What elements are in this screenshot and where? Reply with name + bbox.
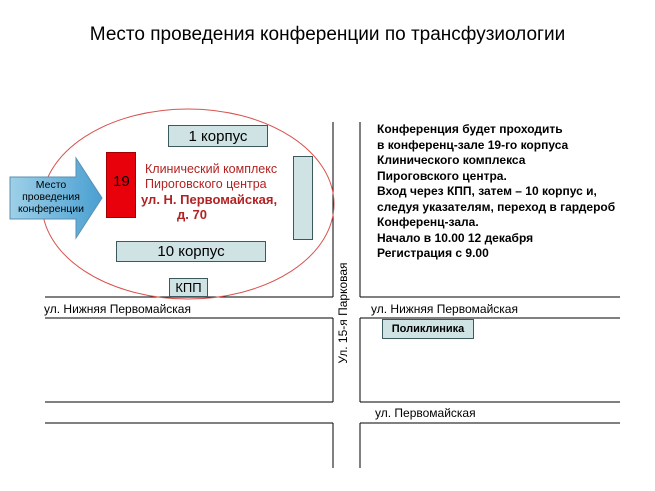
arrow-shape [9,156,103,240]
page-title: Место проведения конференции по трансфуз… [89,24,566,45]
building-korpus-19: 19 [106,152,136,218]
street-pervomayskaya: ул. Первомайская [375,406,476,420]
conference-info: Конференция будет проходить в конференц-… [377,122,616,260]
building-right-vertical [293,156,313,240]
building-poliklinika: Поликлиника [382,319,474,339]
building-kpp: КПП [169,278,208,297]
building-korpus-10: 10 корпус [116,241,266,262]
complex-label: Клинический комплекс Пироговского центра… [141,162,278,222]
arrow-label: Место проведения конференции [17,179,85,215]
building-korpus-1: 1 корпус [168,125,268,147]
street-nizhnyaya-left: ул. Нижняя Первомайская [44,302,191,316]
street-parkovaya: Ул. 15-я Парковая [336,262,350,364]
street-nizhnyaya-right: ул. Нижняя Первомайская [371,302,518,316]
